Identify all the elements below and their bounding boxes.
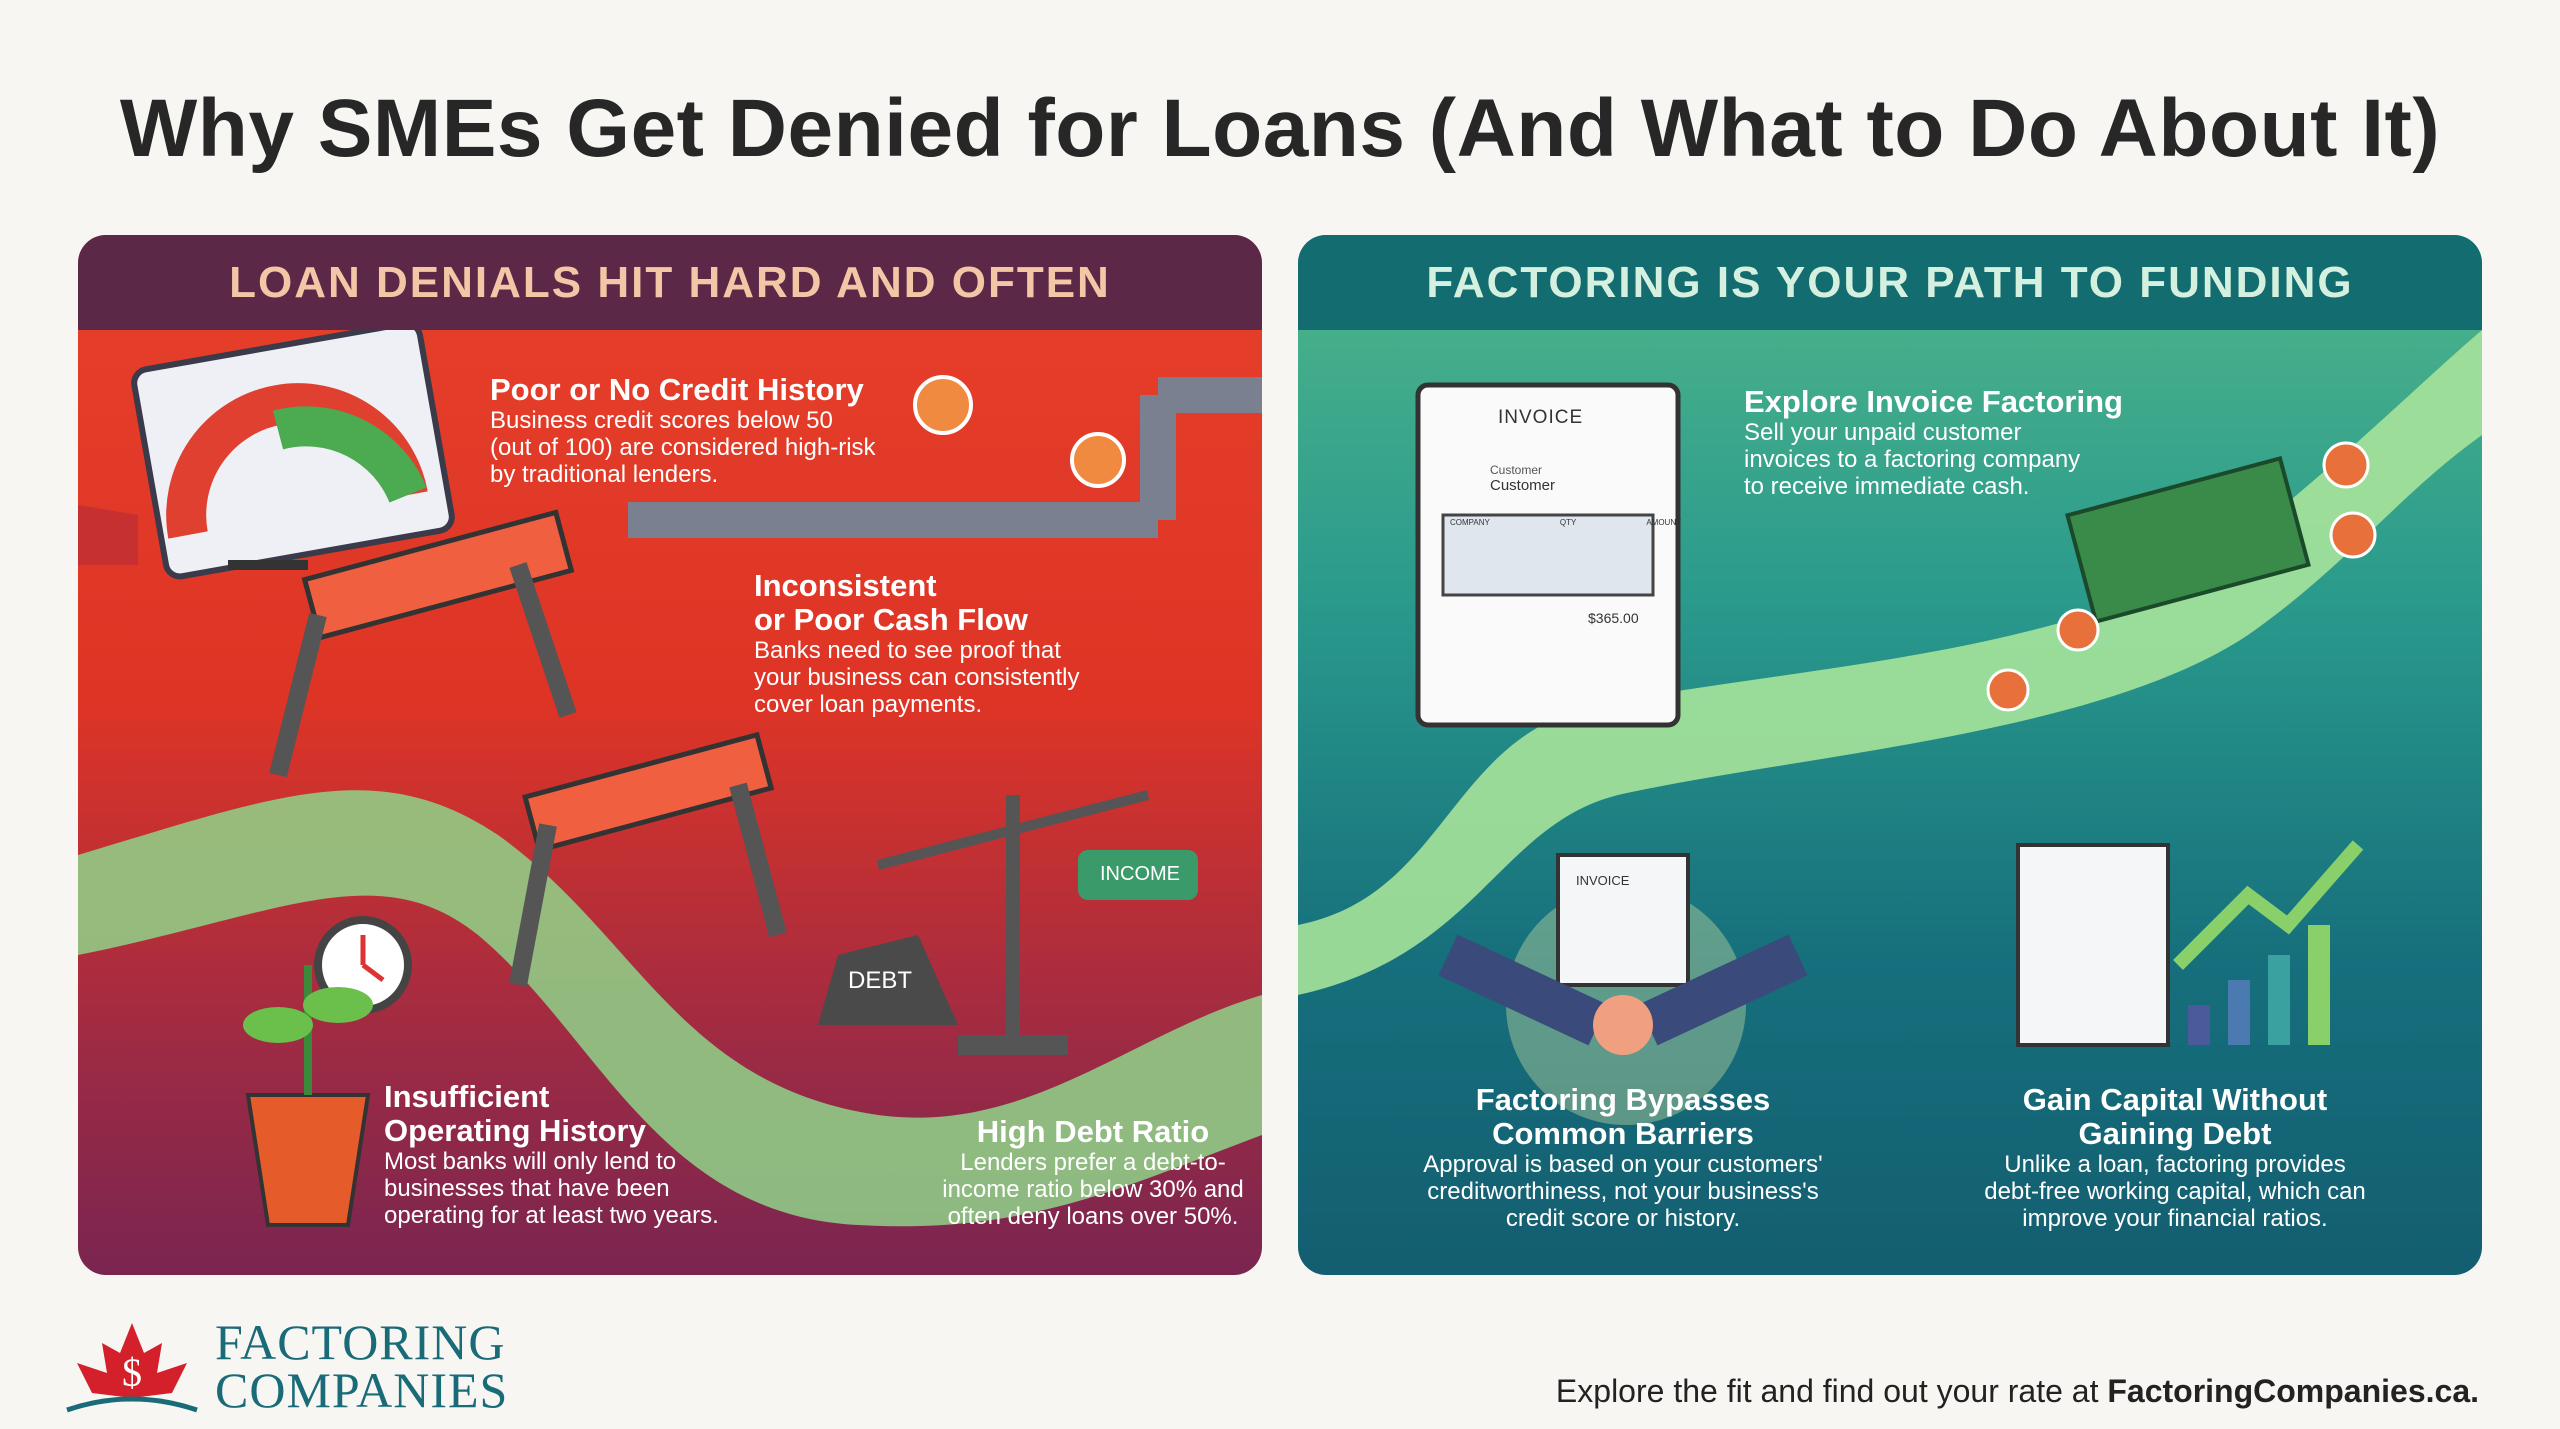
- item-body: Most banks will only lend to: [384, 1148, 677, 1175]
- coin-icon: [913, 375, 973, 435]
- factoring-panel: FACTORING IS YOUR PATH TO FUNDING INVOIC…: [1298, 235, 2482, 1275]
- item-body: improve your financial ratios.: [2022, 1205, 2328, 1232]
- operating-history-block: Insufficient Operating History Most bank…: [384, 1079, 719, 1230]
- item-title: Inconsistent: [754, 568, 937, 603]
- coin-icon: [1986, 668, 2030, 712]
- road: [1298, 330, 2482, 995]
- item-body: Banks need to see proof that: [754, 637, 1061, 664]
- invoice-label: Customer: [1490, 477, 1556, 494]
- page-title: Why SMEs Get Denied for Loans (And What …: [119, 83, 2441, 174]
- credit-history-block: Poor or No Credit History Business credi…: [490, 372, 876, 489]
- invoice-factoring-block: Explore Invoice Factoring Sell your unpa…: [1744, 384, 2123, 501]
- item-body: Lenders prefer a debt-to-: [960, 1149, 1226, 1176]
- item-body: (out of 100) are considered high-risk: [490, 434, 876, 461]
- item-body: creditworthiness, not your business's: [1427, 1178, 1819, 1205]
- small-invoice-title: INVOICE: [1576, 873, 1630, 888]
- item-title: High Debt Ratio: [976, 1114, 1210, 1149]
- footer-link[interactable]: FactoringCompanies.ca.: [2107, 1373, 2479, 1409]
- road-start: [78, 505, 138, 565]
- item-title: Insufficient: [384, 1079, 550, 1114]
- bypass-barriers-block: Factoring Bypasses Common Barriers Appro…: [1358, 1082, 1888, 1233]
- invoice-title: INVOICE: [1498, 407, 1584, 428]
- item-title: Gaining Debt: [2078, 1116, 2272, 1151]
- item-body: by traditional lenders.: [490, 461, 719, 488]
- item-title: Common Barriers: [1492, 1116, 1754, 1151]
- coin-icon: [1070, 432, 1126, 488]
- item-title: Explore Invoice Factoring: [1744, 384, 2123, 419]
- invoice-columns: COMPANY QTY AMOUNT: [1450, 518, 1681, 527]
- item-body: operating for at least two years.: [384, 1202, 719, 1229]
- invoice-icon: [1415, 382, 1681, 728]
- factoring-illustration: [1298, 330, 2482, 1125]
- logo-wordmark: FACTORING COMPANIES: [215, 1314, 509, 1418]
- item-body: your business can consistently: [754, 664, 1080, 691]
- item-body: businesses that have been: [384, 1175, 670, 1202]
- item-body: Business credit scores below 50: [490, 407, 833, 434]
- scale-icon: [818, 790, 1198, 1055]
- item-body: cover loan payments.: [754, 691, 983, 718]
- income-label: INCOME: [1100, 863, 1180, 885]
- cash-stack-icon: [1986, 441, 2377, 712]
- plant-icon: [243, 965, 373, 1227]
- item-title: Gain Capital Without: [2022, 1082, 2328, 1117]
- item-body: debt-free working capital, which can: [1984, 1178, 2366, 1205]
- barrier-icon: [269, 509, 577, 778]
- footer-text: Explore the fit and find out your rate a…: [1555, 1373, 2108, 1409]
- item-title: Operating History: [384, 1113, 646, 1148]
- coin-icon: [2056, 608, 2100, 652]
- left-panel-heading: LOAN DENIALS HIT HARD AND OFTEN: [78, 235, 1262, 330]
- coin-icon: [2329, 511, 2377, 559]
- item-body: Sell your unpaid customer: [1744, 419, 2022, 446]
- right-panel-heading: FACTORING IS YOUR PATH TO FUNDING: [1298, 235, 2482, 330]
- handshake-icon: [1438, 853, 1808, 1125]
- loan-denial-illustration: [78, 320, 1262, 1227]
- cash-flow-block: Inconsistent or Poor Cash Flow Banks nee…: [754, 568, 1080, 719]
- item-body: credit score or history.: [1505, 1205, 1741, 1232]
- leaking-pipe-icon: [628, 375, 1262, 538]
- barrier-icon: [509, 731, 787, 987]
- maple-leaf-logo-icon: $: [66, 1323, 198, 1413]
- logo-line: FACTORING: [215, 1314, 506, 1370]
- item-title: or Poor Cash Flow: [754, 602, 1028, 637]
- capital-without-debt-block: Gain Capital Without Gaining Debt Unlike…: [1910, 1082, 2440, 1233]
- item-title: Poor or No Credit History: [490, 372, 864, 407]
- invoice-label: Customer: [1490, 463, 1543, 477]
- coin-icon: [2322, 441, 2370, 489]
- credit-gauge-icon: [131, 320, 455, 580]
- footer-cta: Explore the fit and find out your rate a…: [1556, 1373, 2479, 1410]
- svg-text:$: $: [122, 1350, 142, 1395]
- growth-chart-icon: [2016, 840, 2364, 1047]
- item-body: Approval is based on your customers': [1423, 1151, 1823, 1178]
- logo-line: COMPANIES: [215, 1362, 509, 1418]
- debt-ratio-block: High Debt Ratio Lenders prefer a debt-to…: [858, 1114, 1262, 1231]
- item-body: often deny loans over 50%.: [947, 1203, 1239, 1230]
- item-body: Unlike a loan, factoring provides: [2004, 1151, 2346, 1178]
- road: [78, 790, 1262, 1227]
- item-body: income ratio below 30% and: [942, 1176, 1244, 1203]
- loan-denials-panel: LOAN DENIALS HIT HARD AND OFTEN Poor or …: [78, 235, 1262, 1275]
- invoice-total: $365.00: [1588, 610, 1639, 626]
- debt-label: DEBT: [848, 967, 913, 994]
- invoice-col: AMOUNT: [1646, 518, 1681, 527]
- item-title: Factoring Bypasses: [1475, 1082, 1771, 1117]
- invoice-col: COMPANY: [1450, 518, 1490, 527]
- invoice-col: QTY: [1559, 518, 1577, 527]
- item-body: to receive immediate cash.: [1744, 473, 2030, 500]
- item-body: invoices to a factoring company: [1744, 446, 2081, 473]
